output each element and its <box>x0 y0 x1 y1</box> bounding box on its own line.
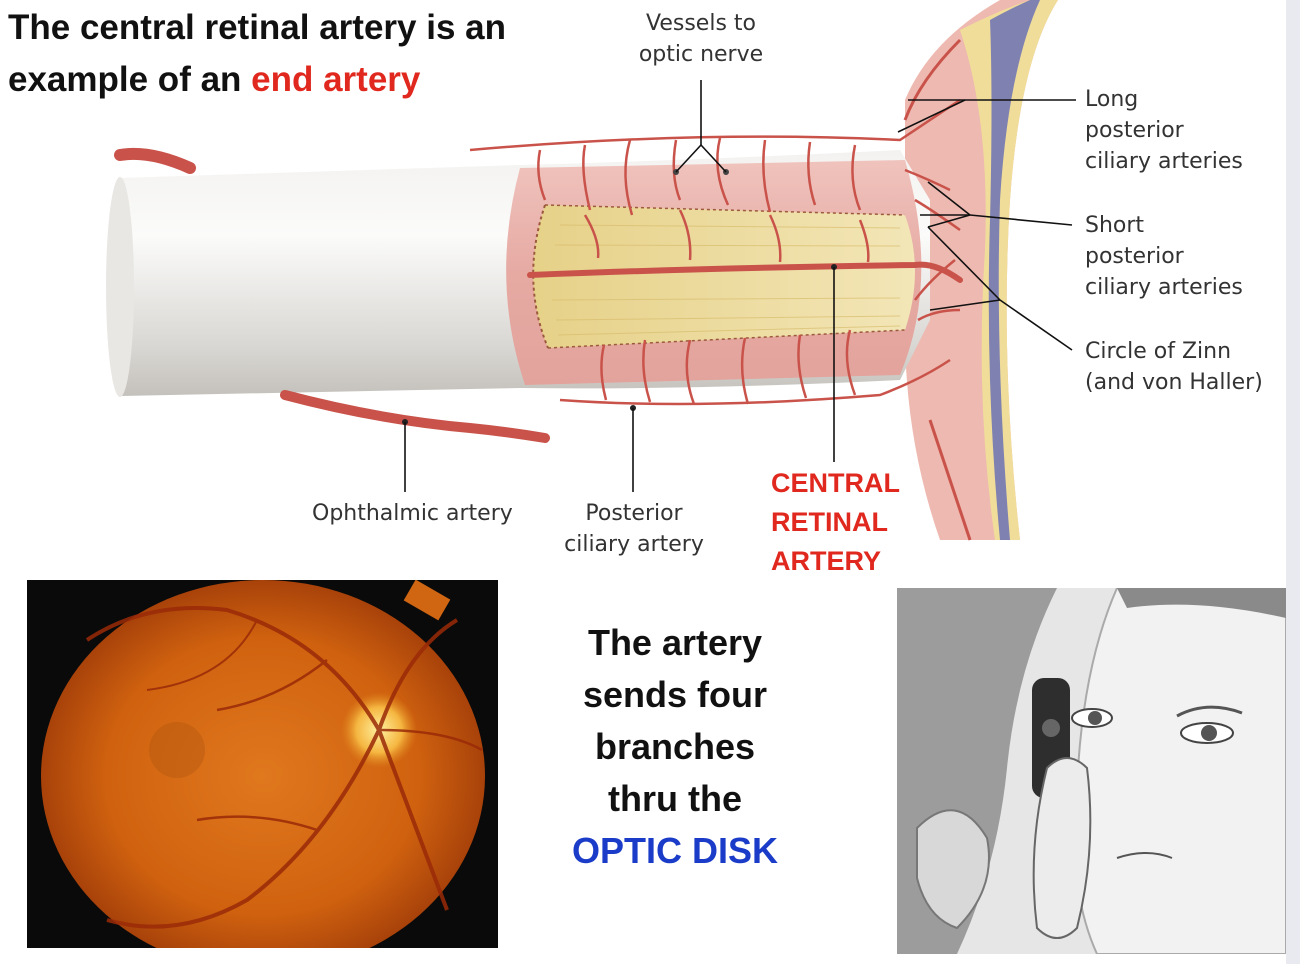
ophthalmoscopy-illustration <box>897 588 1286 954</box>
optic-disk-highlight: OPTIC DISK <box>540 825 810 877</box>
label-vessels-to-optic-nerve: Vessels to optic nerve <box>620 8 782 70</box>
ophthalmic-artery-vessel <box>285 395 545 438</box>
patient-face <box>1075 588 1287 954</box>
macula <box>149 722 205 778</box>
fundus-photo <box>27 580 498 948</box>
examiner-hand <box>1034 758 1091 938</box>
cut-artery-top <box>120 154 190 168</box>
label-short-posterior-ciliary-arteries: Short posterior ciliary arteries <box>1085 210 1243 303</box>
label-circle-of-zinn: Circle of Zinn (and von Haller) <box>1085 336 1263 398</box>
branches-caption: The artery sends four branches thru the … <box>540 617 810 877</box>
right-edge-strip <box>1286 0 1300 964</box>
label-posterior-ciliary-artery: Posterior ciliary artery <box>560 498 708 560</box>
label-long-posterior-ciliary-arteries: Long posterior ciliary arteries <box>1085 84 1243 177</box>
label-central-retinal-artery: CENTRAL RETINAL ARTERY <box>771 464 900 581</box>
nerve-sheath <box>106 150 930 397</box>
label-ophthalmic-artery: Ophthalmic artery <box>312 498 513 529</box>
